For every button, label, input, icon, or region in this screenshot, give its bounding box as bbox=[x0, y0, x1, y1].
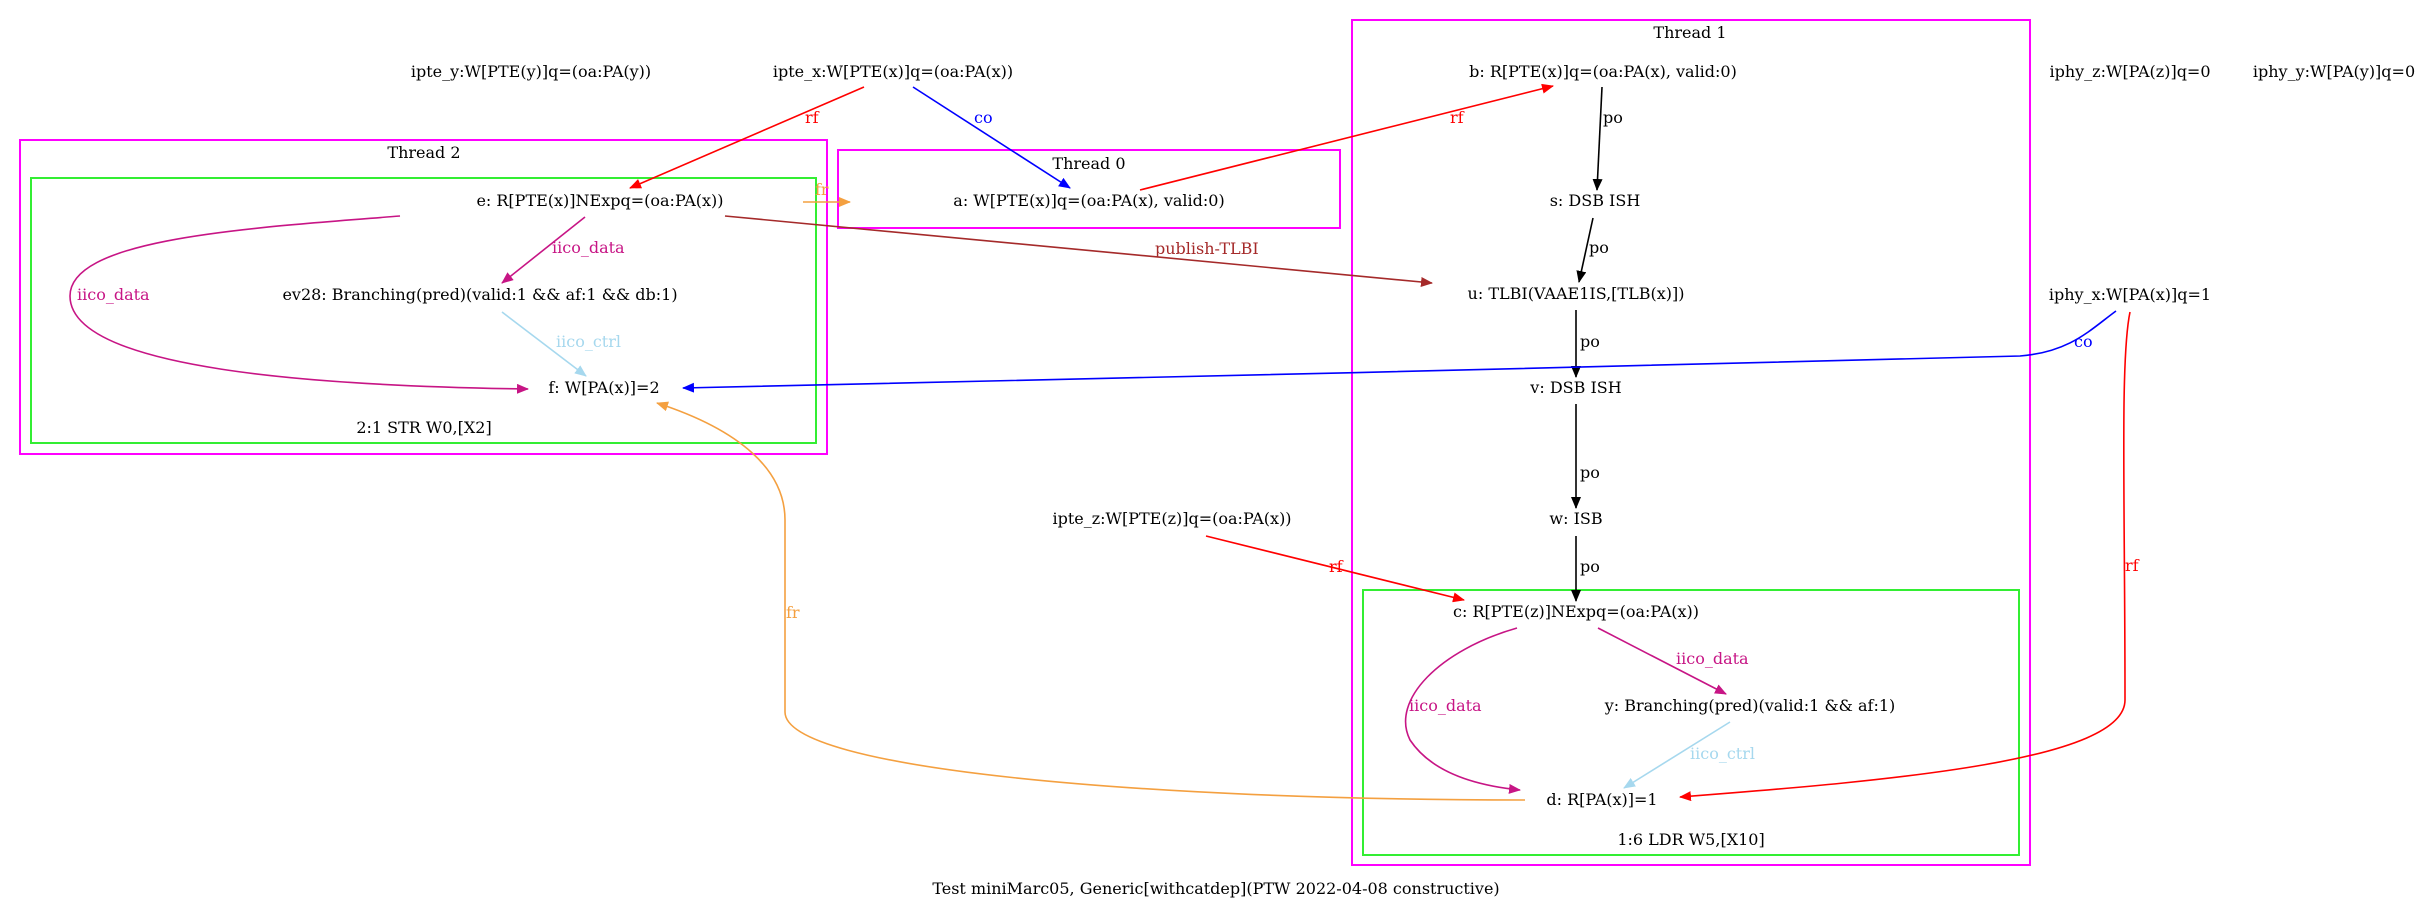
node-ipte-y: ipte_y:W[PTE(y)]q=(oa:PA(y)) bbox=[411, 62, 651, 81]
label-co-iptex-a: co bbox=[974, 108, 993, 127]
label-co-iphyx-f: co bbox=[2074, 332, 2093, 351]
node-ev28: ev28: Branching(pred)(valid:1 && af:1 &&… bbox=[282, 285, 677, 304]
label-po-v-w: po bbox=[1580, 463, 1600, 482]
node-f: f: W[PA(x)]=2 bbox=[548, 378, 659, 397]
edge-po-b-s bbox=[1592, 86, 1603, 191]
label-iicodata-c-y: iico_data bbox=[1676, 649, 1749, 668]
node-u: u: TLBI(VAAE1IS,[TLB(x)]) bbox=[1468, 284, 1685, 303]
node-iphy-y: iphy_y:W[PA(y)]q=0 bbox=[2253, 62, 2415, 81]
edge-po-s-u bbox=[1576, 217, 1594, 283]
label-po-u-v: po bbox=[1580, 332, 1600, 351]
label-po-s-u: po bbox=[1589, 238, 1609, 257]
edge-co-iptex-a bbox=[912, 86, 1071, 189]
node-iphy-z: iphy_z:W[PA(z)]q=0 bbox=[2049, 62, 2210, 81]
label-po-w-c: po bbox=[1580, 557, 1600, 576]
label-rf-iphyx-d: rf bbox=[2125, 556, 2140, 575]
thread0-title: Thread 0 bbox=[1052, 154, 1125, 173]
label-rf-a-b: rf bbox=[1450, 108, 1465, 127]
edge-rf-iphyx-d bbox=[1679, 311, 2131, 802]
edge-iicodata-c-y bbox=[1597, 627, 1727, 695]
label-iicodata-e-ev28: iico_data bbox=[552, 238, 625, 257]
thread0-box bbox=[837, 149, 1341, 229]
node-a: a: W[PTE(x)]q=(oa:PA(x), valid:0) bbox=[953, 191, 1224, 210]
thread2-box bbox=[19, 139, 828, 455]
label-rf-iptez-c: rf bbox=[1329, 557, 1344, 576]
edge-iicodata-e-f bbox=[69, 215, 529, 394]
diagram-caption: Test miniMarc05, Generic[withcatdep](PTW… bbox=[932, 879, 1499, 898]
label-iicodata-c-d: iico_data bbox=[1409, 696, 1482, 715]
node-b: b: R[PTE(x)]q=(oa:PA(x), valid:0) bbox=[1469, 62, 1737, 81]
node-ipte-z: ipte_z:W[PTE(z)]q=(oa:PA(x)) bbox=[1052, 509, 1291, 528]
node-s: s: DSB ISH bbox=[1550, 191, 1641, 210]
edge-publish-e-u bbox=[724, 215, 1433, 287]
thread1-box bbox=[1351, 19, 2031, 866]
label-fr-d-f: fr bbox=[786, 603, 800, 622]
label-po-b-s: po bbox=[1603, 108, 1623, 127]
node-iphy-x: iphy_x:W[PA(x)]q=1 bbox=[2049, 285, 2211, 304]
label-iicoctrl-ev28-f: iico_ctrl bbox=[556, 332, 621, 351]
node-e: e: R[PTE(x)]NExpq=(oa:PA(x)) bbox=[476, 191, 723, 210]
label-publish-e-u: publish-TLBI bbox=[1155, 239, 1259, 258]
node-w: w: ISB bbox=[1549, 509, 1602, 528]
instr-ldr-box bbox=[1362, 589, 2020, 856]
instr-str-box bbox=[30, 177, 817, 444]
thread2-title: Thread 2 bbox=[387, 143, 460, 162]
edge-co-iphyx-f bbox=[682, 310, 2117, 393]
label-iicodata-e-f: iico_data bbox=[77, 285, 150, 304]
instr-ldr-title: 1:6 LDR W5,[X10] bbox=[1617, 830, 1764, 849]
instr-str-title: 2:1 STR W0,[X2] bbox=[356, 418, 491, 437]
node-d: d: R[PA(x)]=1 bbox=[1546, 790, 1657, 809]
label-rf-iptex-e: rf bbox=[805, 108, 820, 127]
edge-rf-a-b bbox=[1139, 83, 1554, 191]
edge-iicoctrl-ev28-f bbox=[501, 311, 587, 377]
thread1-title: Thread 1 bbox=[1653, 23, 1726, 42]
node-ipte-x: ipte_x:W[PTE(x)]q=(oa:PA(x)) bbox=[773, 62, 1013, 81]
node-y: y: Branching(pred)(valid:1 && af:1) bbox=[1604, 696, 1896, 715]
edge-rf-iptex-e bbox=[629, 86, 865, 189]
node-c: c: R[PTE(z)]NExpq=(oa:PA(x)) bbox=[1453, 602, 1699, 621]
edge-fr-d-f bbox=[656, 401, 1526, 801]
edge-iicodata-e-ev28 bbox=[501, 216, 586, 284]
node-v: v: DSB ISH bbox=[1529, 378, 1621, 397]
edge-iicodata-c-d bbox=[1404, 627, 1521, 794]
edge-rf-iptez-c bbox=[1205, 535, 1465, 603]
label-iicoctrl-y-d: iico_ctrl bbox=[1690, 744, 1755, 763]
label-fr-e-a: fr bbox=[815, 180, 829, 199]
edge-iicoctrl-y-d bbox=[1623, 721, 1731, 789]
